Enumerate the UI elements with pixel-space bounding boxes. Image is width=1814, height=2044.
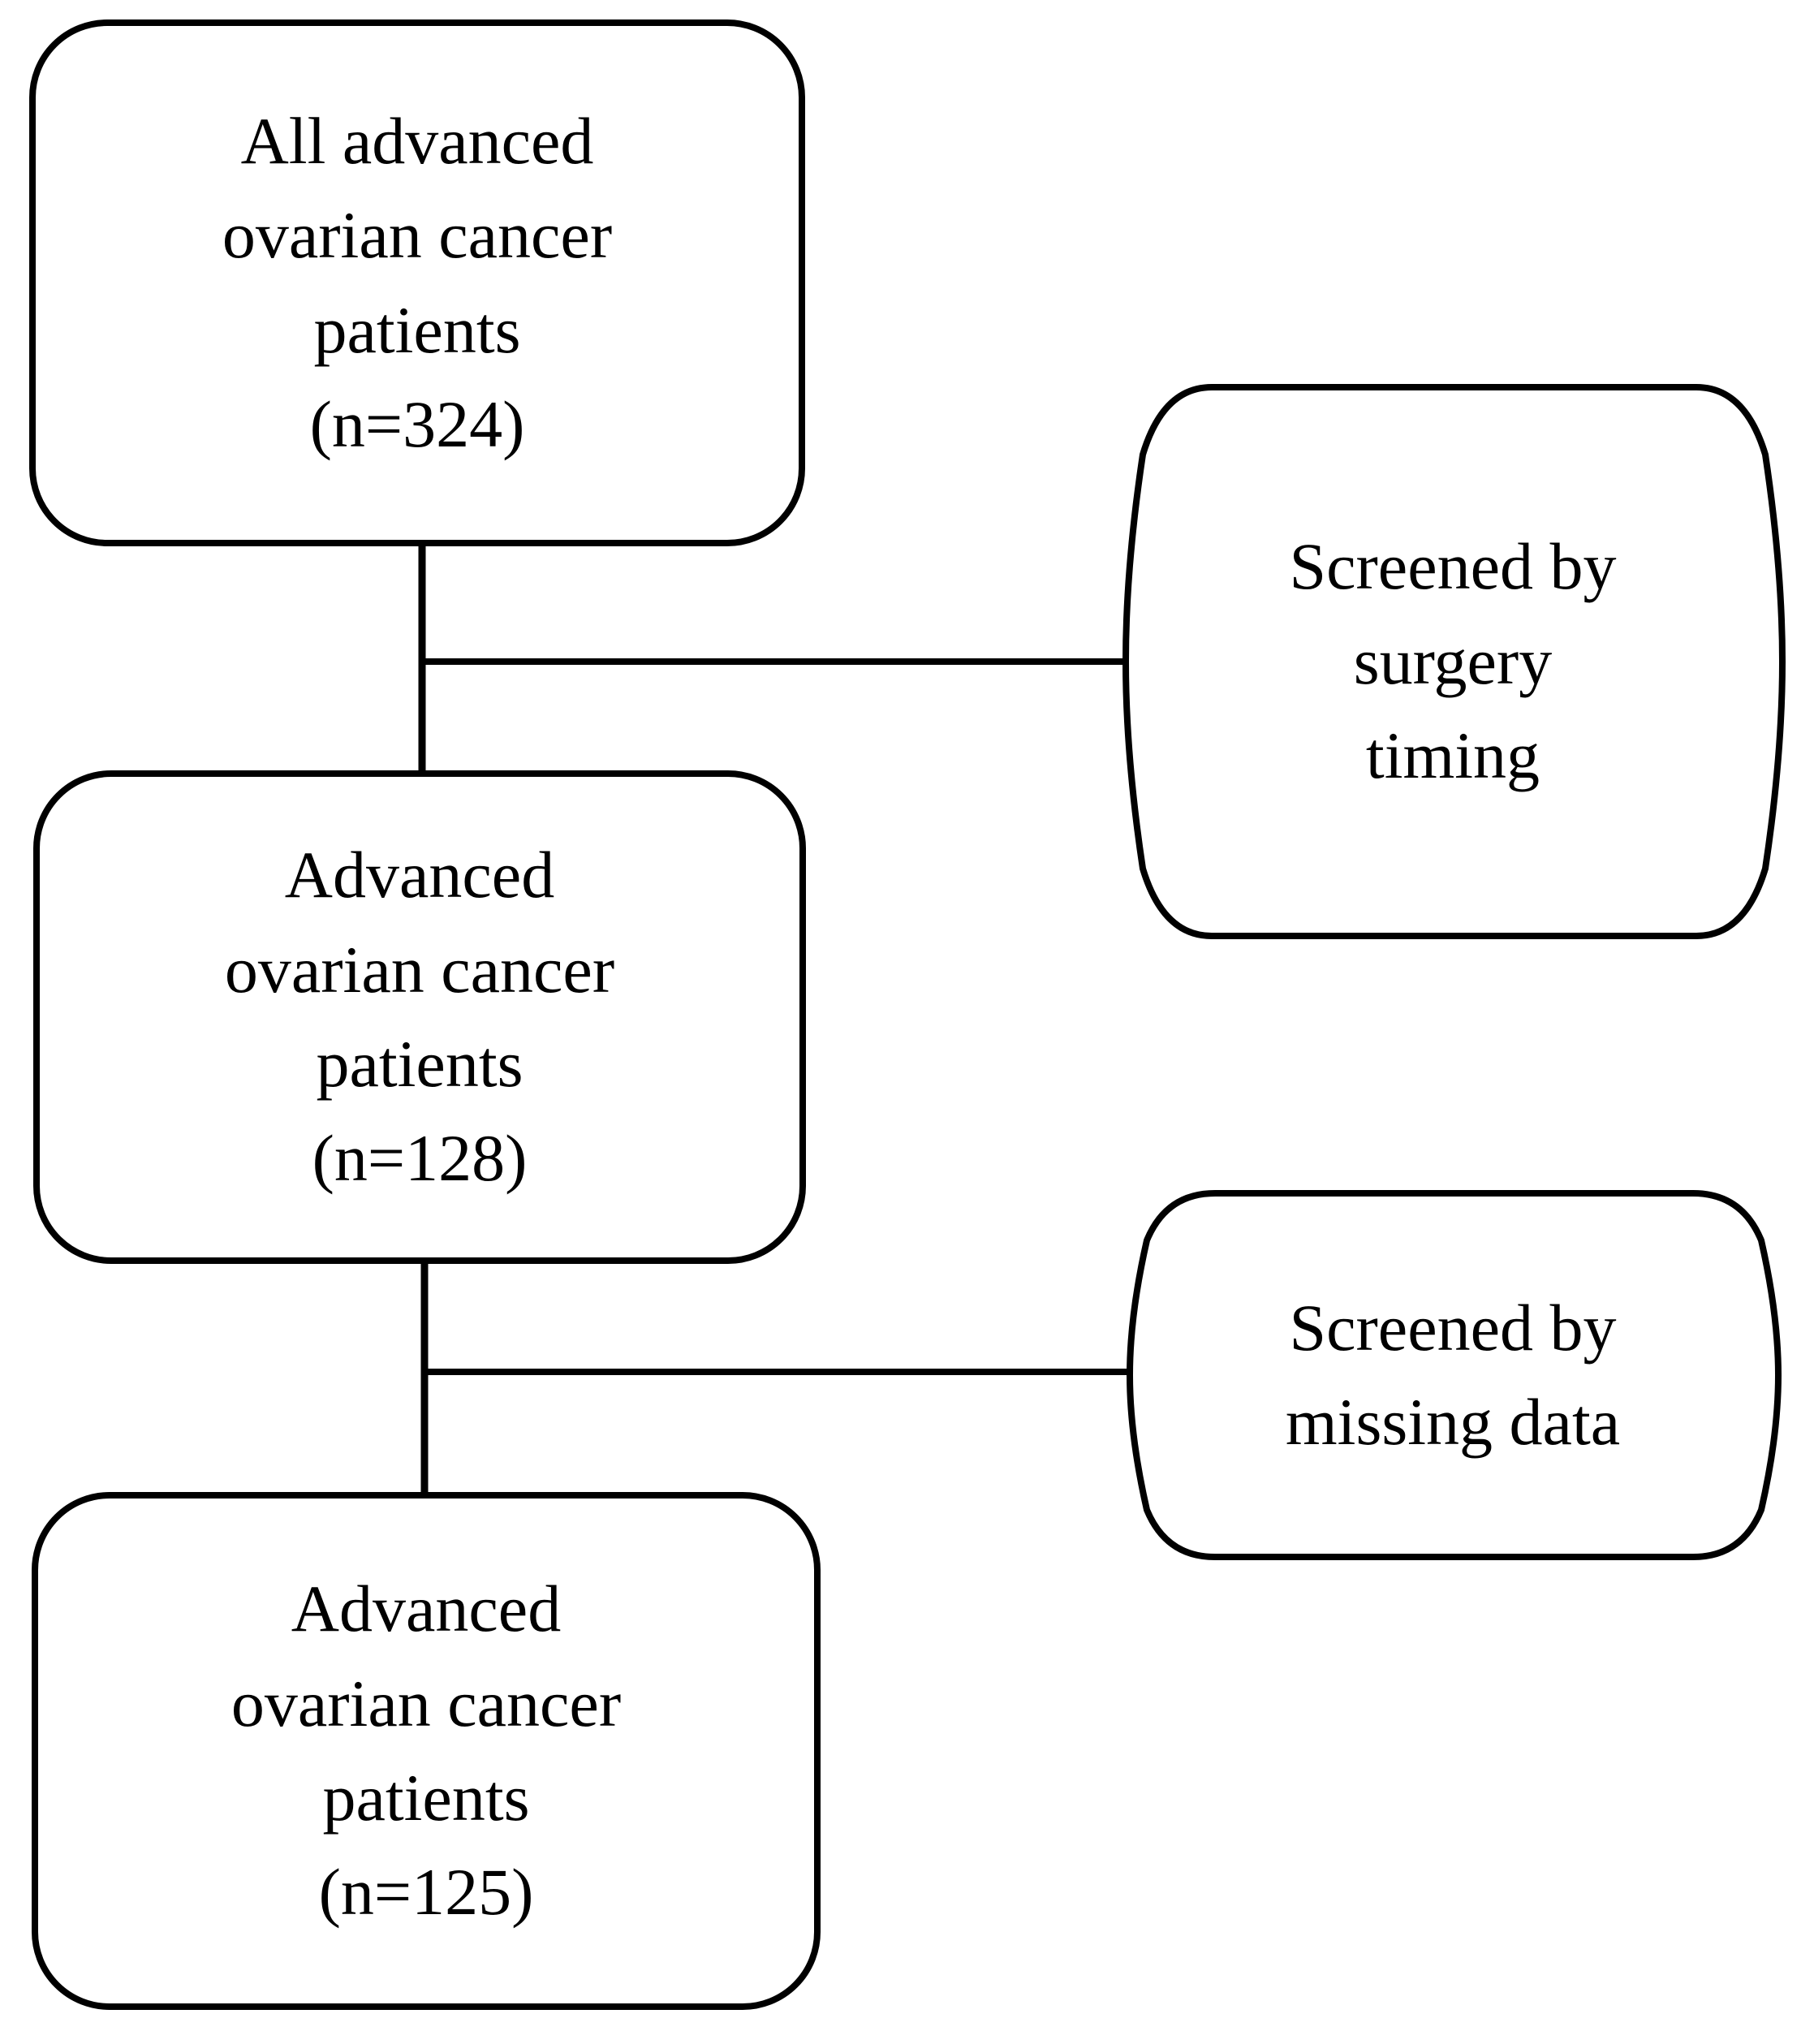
node-shape-cohort-125 <box>32 1492 821 2010</box>
node-shape-cohort-128 <box>33 770 806 1264</box>
node-shape-screen-surgery <box>1122 384 1786 939</box>
node-shape-screen-missing <box>1126 1190 1782 1560</box>
node-shape-cohort-all <box>29 19 805 546</box>
